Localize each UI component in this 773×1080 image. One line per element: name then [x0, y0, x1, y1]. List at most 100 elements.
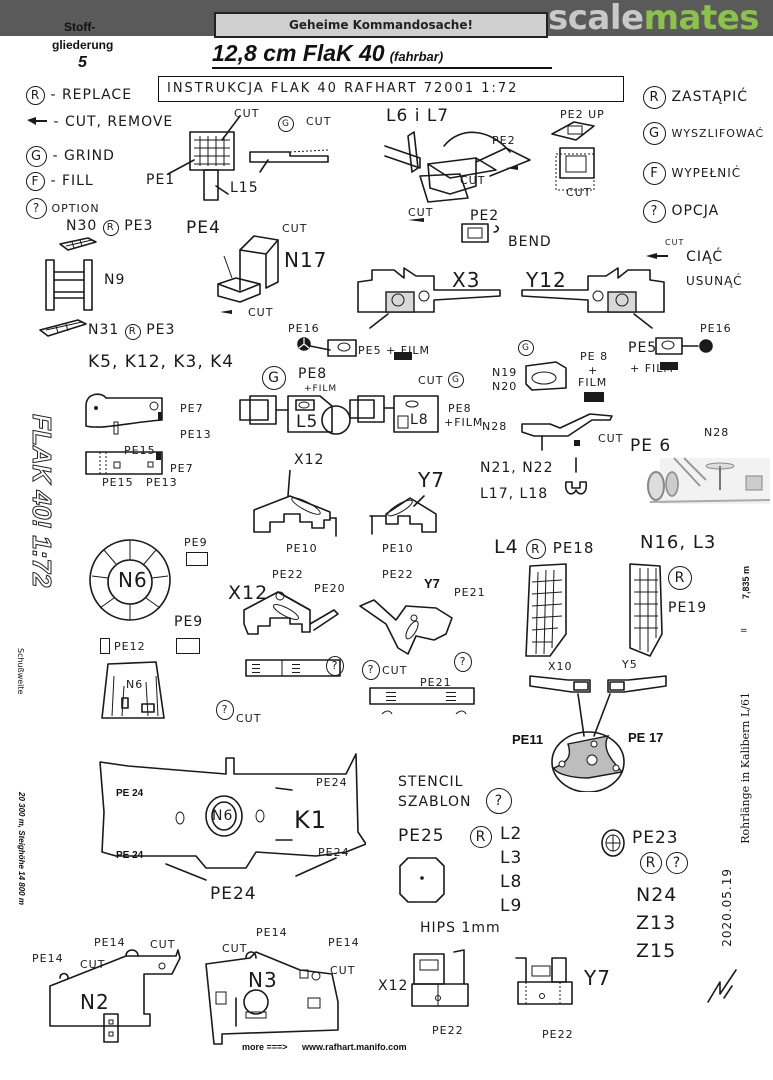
- n6-sub-label: N6: [126, 678, 144, 691]
- pe2-up-label: PE2 UP: [560, 108, 605, 121]
- n20-label: N20: [492, 380, 518, 393]
- legend-fill-text: - FILL: [50, 173, 94, 189]
- n19-pe8-label: PE 8: [580, 350, 609, 363]
- n2-cut-a: CUT: [80, 958, 106, 971]
- scalemates-logo[interactable]: scalemates: [548, 0, 759, 38]
- option-symbol-icon: ?: [666, 852, 688, 874]
- margin-date: 2020.05.19: [720, 868, 734, 947]
- l8-cut-label: CUT: [418, 374, 444, 387]
- pe10-label-b: PE10: [382, 542, 414, 555]
- margin-calibers: Rohrlänge in Kalibern L/61: [739, 692, 752, 844]
- pe17-label: PE 17: [628, 730, 664, 745]
- l4-label: L4 R PE18: [494, 536, 594, 559]
- hips-x12-label: X12: [378, 978, 409, 994]
- n3-pe14-a: PE14: [256, 926, 288, 939]
- l6-cut-label-b: CUT: [566, 186, 592, 199]
- y7-label: Y7: [418, 468, 445, 492]
- legend-pl-cut-text: CIĄĆ: [686, 249, 724, 265]
- k1-pe24-tr: PE24: [316, 776, 348, 789]
- n3-cut-a: CUT: [222, 942, 248, 955]
- x3-label: X3: [452, 268, 481, 292]
- y7b-pe21b-label: PE21: [420, 676, 452, 689]
- logo-part-scale: scale: [548, 0, 644, 38]
- l15-cut-label: CUT: [306, 115, 332, 128]
- k1-pe24-bottom: PE24: [210, 884, 257, 904]
- pe23-part-z15: Z15: [636, 940, 677, 962]
- legend-pl-replace: R ZASTĄPIĆ: [643, 86, 748, 109]
- pe12-part: [100, 638, 110, 654]
- stoff-number: 5: [78, 54, 87, 71]
- l6-l7-sketch: [384, 131, 595, 243]
- n19-plus-label: +: [588, 364, 599, 377]
- y12-film-label: + FILM: [630, 362, 674, 375]
- l8-sketch: [349, 395, 439, 433]
- pe23-icon: [601, 829, 625, 857]
- l8-pe8-label: PE8: [448, 402, 472, 415]
- replace-symbol-icon: R: [525, 539, 546, 559]
- l5-label: L5: [296, 412, 319, 432]
- n6-label: N6: [118, 568, 148, 592]
- pe18-label: PE18: [552, 539, 595, 557]
- legend-pl-option: ? OPCJA: [643, 200, 719, 223]
- legend-grind-text: - GRIND: [52, 148, 115, 164]
- y7b-label: Y7: [424, 576, 440, 591]
- n19-sketch: [525, 361, 567, 391]
- n28-cut-label: CUT: [598, 432, 624, 445]
- legend-pl-fill: F WYPEŁNIĆ: [643, 162, 741, 185]
- n3-pe14-b: PE14: [328, 936, 360, 949]
- n2-pe14-b: PE14: [94, 936, 126, 949]
- n9-sketch: [39, 237, 97, 337]
- n9-top-label: N30 R PE3: [66, 218, 153, 236]
- legend-grind: G - GRIND: [26, 146, 115, 167]
- option-symbol-icon: ?: [486, 788, 512, 814]
- pe9-part-a: [186, 552, 208, 566]
- fill-symbol-icon: F: [26, 172, 45, 191]
- stencil-part-l8: L8: [500, 872, 523, 892]
- film-label: + FILM: [386, 344, 430, 357]
- replace-symbol-icon: R: [470, 826, 492, 848]
- grind-symbol-icon: G: [518, 340, 534, 356]
- footer-url-link[interactable]: www.rafhart.manifo.com: [302, 1042, 407, 1052]
- legend-pl-grind-text: WYSZLIFOWAĆ: [671, 127, 765, 140]
- replace-symbol-icon: R: [124, 324, 141, 340]
- x10-label: X10: [548, 660, 573, 673]
- logo-part-mates: mates: [643, 0, 760, 38]
- k-detail-sketch: [85, 393, 163, 475]
- l4-sketch: [525, 563, 567, 657]
- k1-pe24-bl: PE 24: [116, 850, 144, 861]
- n2-sketch: [49, 949, 181, 1043]
- margin-equals: =: [740, 626, 748, 636]
- n2-label: N2: [80, 990, 110, 1014]
- pe10-label-a: PE10: [286, 542, 318, 555]
- l8-label: L8: [410, 412, 429, 428]
- grind-symbol-icon: G: [278, 116, 294, 132]
- legend-replace-text: - REPLACE: [50, 87, 133, 103]
- pe6-label: PE 6: [630, 436, 672, 456]
- n17-cut-top: CUT: [282, 222, 308, 235]
- x12b-pe22-label: PE22: [272, 568, 304, 581]
- k-parts-label: K5, K12, K3, K4: [88, 352, 235, 372]
- pe6-n28-label: N28: [704, 426, 730, 439]
- title-block: 12,8 cm FlaK 40 (fahrbar): [212, 40, 552, 69]
- legend-pl-replace-text: ZASTĄPIĆ: [671, 89, 748, 105]
- x12b-pe20-label: PE20: [314, 582, 346, 595]
- secret-stamp: Geheime Kommandosache!: [214, 12, 548, 38]
- pe2-label-top: PE2: [492, 134, 516, 147]
- n9-bottom-label: N31 R PE3: [88, 322, 175, 340]
- instruction-box: INSTRUKCJA FLAK 40 RAFHART 72001 1:72: [158, 76, 624, 102]
- pe7-label-a: PE7: [180, 402, 204, 415]
- l8-film-label: +FILM: [444, 416, 484, 429]
- pe19-label: PE19: [668, 600, 708, 616]
- hips-y7-sketch: [515, 957, 573, 1005]
- legend-option: ? OPTION: [26, 198, 100, 219]
- legend-cut: - CUT, REMOVE: [26, 114, 173, 130]
- pe3-label-2: PE3: [146, 322, 176, 338]
- x3-sketch: [357, 267, 501, 329]
- k1-pe24-tl: PE 24: [116, 788, 144, 799]
- replace-symbol-icon: R: [102, 220, 119, 236]
- bend-label: BEND: [508, 234, 552, 250]
- l5-film-label: +FILM: [304, 384, 338, 394]
- l17-l18-label: L17, L18: [480, 486, 549, 502]
- option-symbol-icon: ?: [326, 656, 344, 676]
- pe12-label: PE12: [114, 640, 146, 653]
